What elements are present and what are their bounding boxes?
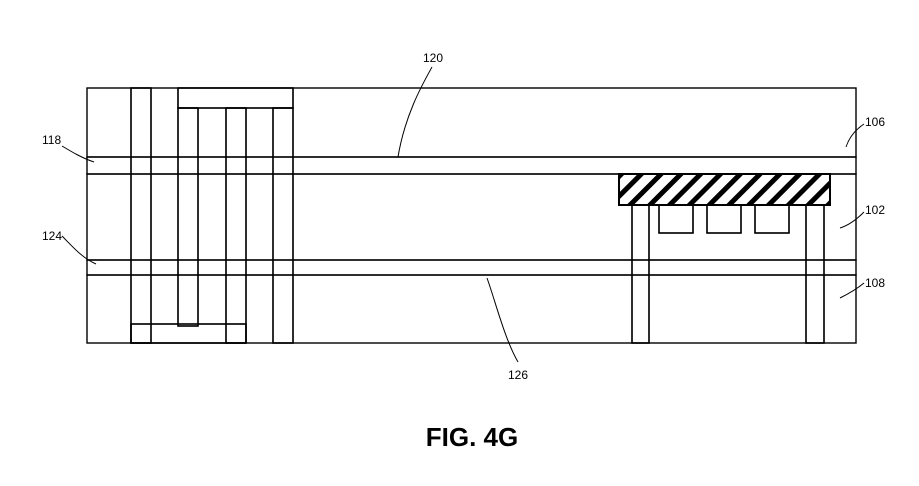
via-column: [272, 107, 294, 344]
leader-118: [61, 145, 95, 163]
support-post: [631, 204, 650, 344]
pad: [706, 204, 742, 234]
label-118: 118: [42, 133, 61, 147]
via-column: [177, 107, 199, 327]
label-108: 108: [865, 276, 885, 290]
label-124: 124: [42, 229, 62, 243]
left-via-structure: [130, 87, 294, 344]
leader-108: [839, 282, 865, 299]
label-120: 120: [423, 51, 443, 65]
via-column: [177, 107, 199, 327]
figure-caption: FIG. 4G: [426, 422, 518, 452]
pad: [706, 204, 742, 234]
pad: [658, 204, 694, 234]
top-layer: [86, 87, 857, 158]
top-bridge: [177, 87, 294, 109]
bottom-bridge: [130, 323, 247, 344]
lower-liner: [86, 259, 857, 276]
leader-124: [61, 235, 97, 265]
pad: [754, 204, 790, 234]
label-106: 106: [865, 115, 885, 129]
support-post: [631, 204, 650, 344]
bottom-layer: [86, 274, 857, 344]
right-device-structure: [618, 173, 831, 344]
via-column: [225, 107, 247, 344]
via-column: [130, 87, 152, 344]
pad: [754, 204, 790, 234]
support-post: [805, 204, 825, 344]
support-post: [805, 204, 825, 344]
via-column: [225, 107, 247, 344]
pad: [658, 204, 694, 234]
cap-block: [618, 173, 831, 206]
via-column: [130, 87, 152, 344]
bottom-bridge: [130, 323, 247, 344]
leader-126: [486, 277, 519, 363]
label-126: 126: [508, 368, 528, 382]
top-bridge: [177, 87, 294, 109]
leader-102: [839, 211, 865, 229]
leader-120: [397, 66, 433, 158]
via-column: [272, 107, 294, 344]
upper-liner: [86, 156, 857, 175]
leader-106: [845, 123, 865, 148]
label-102: 102: [865, 203, 885, 217]
